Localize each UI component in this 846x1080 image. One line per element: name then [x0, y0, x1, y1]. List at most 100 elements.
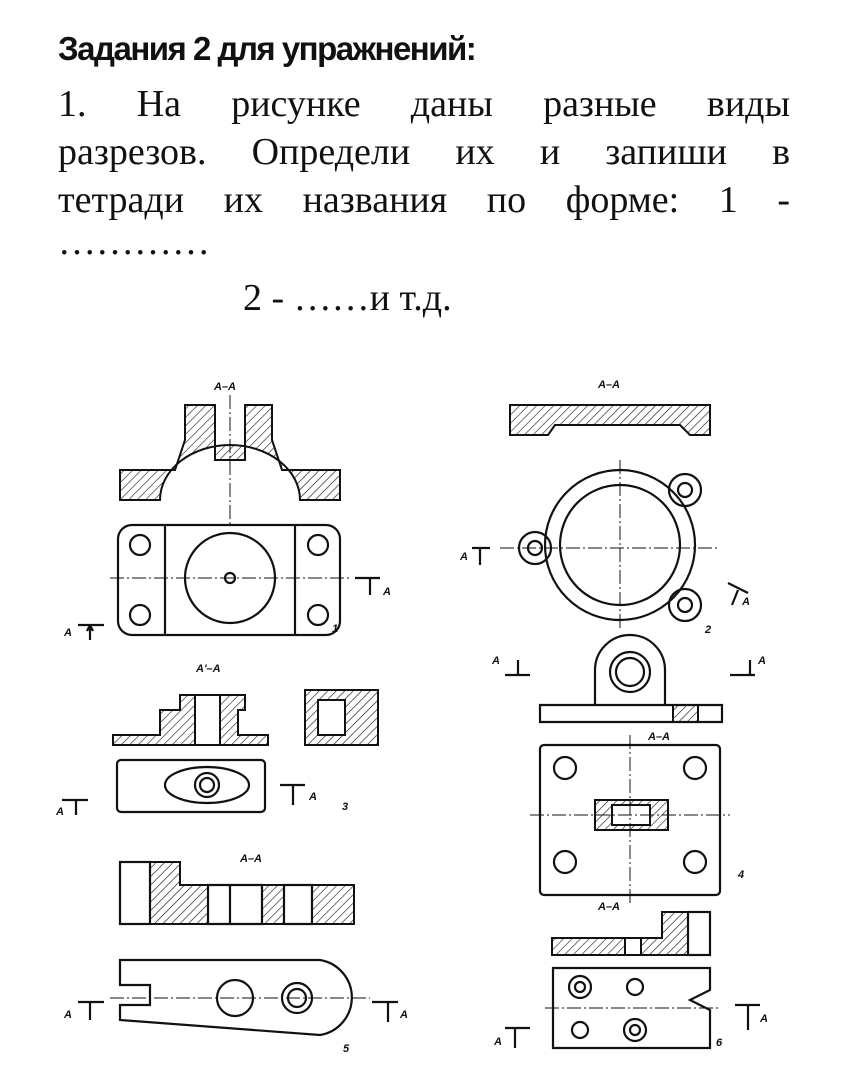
- ear: [667, 472, 703, 508]
- cut-arrow: [372, 1000, 398, 1022]
- drawing-5: А–А А А 5: [63, 853, 408, 1055]
- section-3: [112, 694, 269, 746]
- word: разные: [543, 83, 657, 125]
- plan-view-3: [115, 758, 267, 814]
- word: по: [486, 179, 527, 221]
- hole: [128, 533, 152, 557]
- hole: [614, 656, 646, 688]
- bore-circle: [193, 771, 221, 799]
- arrow-label: А: [63, 627, 72, 639]
- section-6: [551, 911, 689, 956]
- hole: [625, 977, 645, 997]
- section-label: А–А: [239, 853, 262, 865]
- arrow-label: А: [63, 1009, 72, 1021]
- section-label: А–А: [597, 379, 620, 391]
- section-5a: [149, 861, 209, 925]
- drawing-6: А–А А А 6: [493, 901, 768, 1050]
- side-section-3: [304, 689, 379, 746]
- cut-arrow: [505, 660, 530, 677]
- figure-number: 1: [332, 623, 338, 635]
- word: разрезов.: [58, 131, 207, 173]
- hole: [306, 533, 330, 557]
- boss-circle: [608, 650, 652, 694]
- figure-number: 5: [343, 1043, 350, 1055]
- bore-area: [206, 883, 264, 926]
- section-label: А–А: [213, 381, 236, 393]
- hole-cut: [624, 937, 642, 956]
- arrow-label: А: [759, 1013, 768, 1025]
- word: 1: [718, 179, 738, 221]
- arrow-label: А: [308, 791, 317, 803]
- arrow-label: А: [399, 1009, 408, 1021]
- section-5b: [261, 884, 285, 925]
- figure-number: 3: [342, 801, 348, 813]
- hole: [676, 596, 694, 614]
- hole: [198, 776, 216, 794]
- drawing-2: А–А А А 2: [459, 379, 750, 636]
- section-label: А'–А: [195, 663, 221, 675]
- word: и: [539, 131, 561, 173]
- section-5c: [311, 884, 355, 925]
- hole: [573, 980, 587, 994]
- word: их: [223, 179, 263, 221]
- counterbore: [282, 883, 314, 926]
- partial-section-4: [672, 704, 699, 723]
- arrow-label: А: [382, 586, 391, 598]
- hole: [682, 755, 708, 781]
- plan-view-5: [118, 958, 353, 1037]
- arrow-label: А: [459, 551, 468, 563]
- word: Определи: [251, 131, 411, 173]
- task-line-4: …………: [58, 221, 210, 263]
- section-label: А–А: [597, 901, 620, 913]
- word: виды: [706, 83, 791, 125]
- arrow-label: А: [55, 806, 64, 818]
- task-line-2: разрезов. Определи их и запиши в: [58, 130, 790, 174]
- cut-arrow: [727, 582, 749, 606]
- section-label: А–А: [647, 731, 670, 743]
- cut-arrow: [355, 576, 380, 595]
- rib: [686, 910, 712, 957]
- hole: [622, 1017, 648, 1043]
- hole: [682, 849, 708, 875]
- task-line-3: тетради их названия по форме: 1 -: [58, 178, 790, 222]
- hole: [567, 974, 593, 1000]
- arrow-label: А: [741, 596, 750, 608]
- arrow-label: А: [757, 655, 766, 667]
- cut-arrow: [62, 798, 88, 815]
- word: названия: [302, 179, 448, 221]
- word: в: [772, 131, 791, 173]
- drawing-3: А'–А А А 3: [55, 663, 379, 818]
- task-line-1: 1. На рисунке даны разные виды: [58, 82, 790, 126]
- word: тетради: [58, 179, 185, 221]
- plan-view-6: [551, 966, 712, 1050]
- hole: [552, 755, 578, 781]
- ear: [667, 587, 703, 623]
- cut-arrow: [78, 1000, 104, 1020]
- word: их: [455, 131, 495, 173]
- cut-arrow: [505, 1026, 530, 1048]
- task-line-5: 2 - ……и т.д.: [243, 277, 452, 319]
- hole: [570, 1020, 590, 1040]
- figure-number: 4: [737, 869, 744, 881]
- cut-arrow: [280, 783, 305, 805]
- front-part: [118, 860, 152, 926]
- word: -: [777, 179, 791, 221]
- front-view-4: [538, 633, 724, 724]
- section-2: [509, 404, 711, 436]
- word: форме:: [565, 179, 680, 221]
- arrow-label: А: [493, 1036, 502, 1048]
- cut-arrow: [735, 1003, 760, 1030]
- hole: [552, 849, 578, 875]
- figure-number: 2: [704, 624, 711, 636]
- word: 1.: [58, 83, 87, 125]
- figure-number: 6: [716, 1037, 723, 1049]
- word: запиши: [605, 131, 727, 173]
- flange-outline: [163, 765, 251, 805]
- word: рисунке: [231, 83, 361, 125]
- hole: [128, 603, 152, 627]
- hole: [676, 481, 694, 499]
- drawing-4: А А А–А 4: [491, 633, 766, 905]
- bore: [194, 694, 221, 746]
- word: даны: [410, 83, 493, 125]
